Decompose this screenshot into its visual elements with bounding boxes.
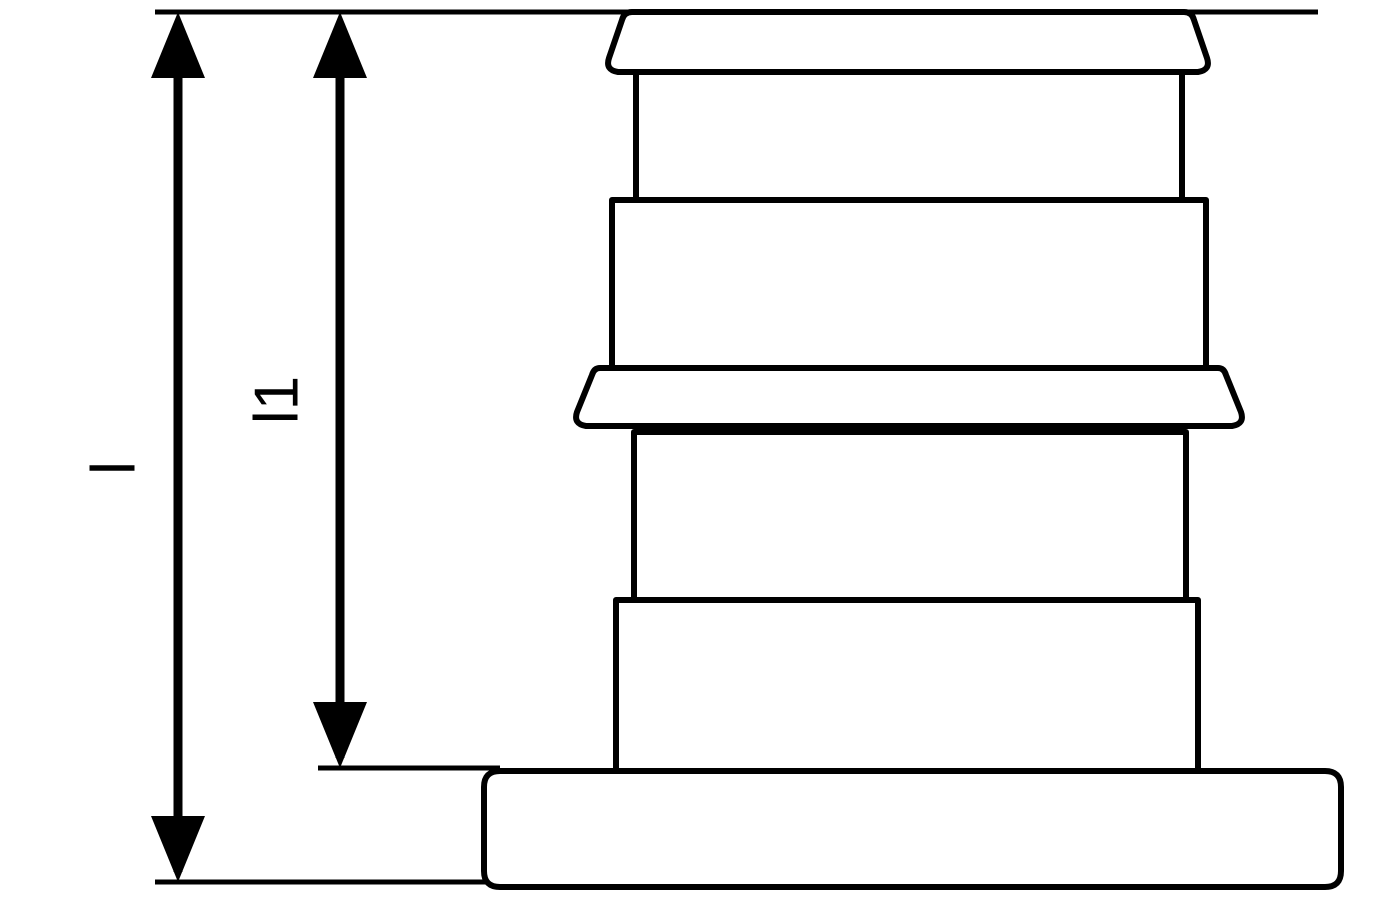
dimension-l1-arrowhead-top bbox=[313, 12, 367, 78]
top-flared-collar-outline bbox=[605, 9, 1211, 75]
lower-wide-body-outline bbox=[613, 597, 1201, 774]
dimension-l1-arrowhead-bottom bbox=[313, 702, 367, 768]
dimension-label-l1: l1 bbox=[242, 376, 311, 424]
mid-flange-outline bbox=[573, 365, 1245, 429]
base-foot-outline bbox=[481, 768, 1344, 890]
dimension-l-arrowhead-top bbox=[151, 12, 205, 78]
lower-cylinder-outline bbox=[631, 429, 1189, 603]
upper-cylinder-outline bbox=[633, 65, 1185, 203]
part-outline-group bbox=[481, 9, 1344, 890]
upper-wide-body-outline bbox=[609, 197, 1209, 371]
dimension-l1-group: l1 bbox=[242, 12, 367, 768]
dimension-l-group: l bbox=[79, 12, 205, 882]
dimension-label-l: l bbox=[79, 461, 148, 475]
dimension-l-arrowhead-bottom bbox=[151, 816, 205, 882]
